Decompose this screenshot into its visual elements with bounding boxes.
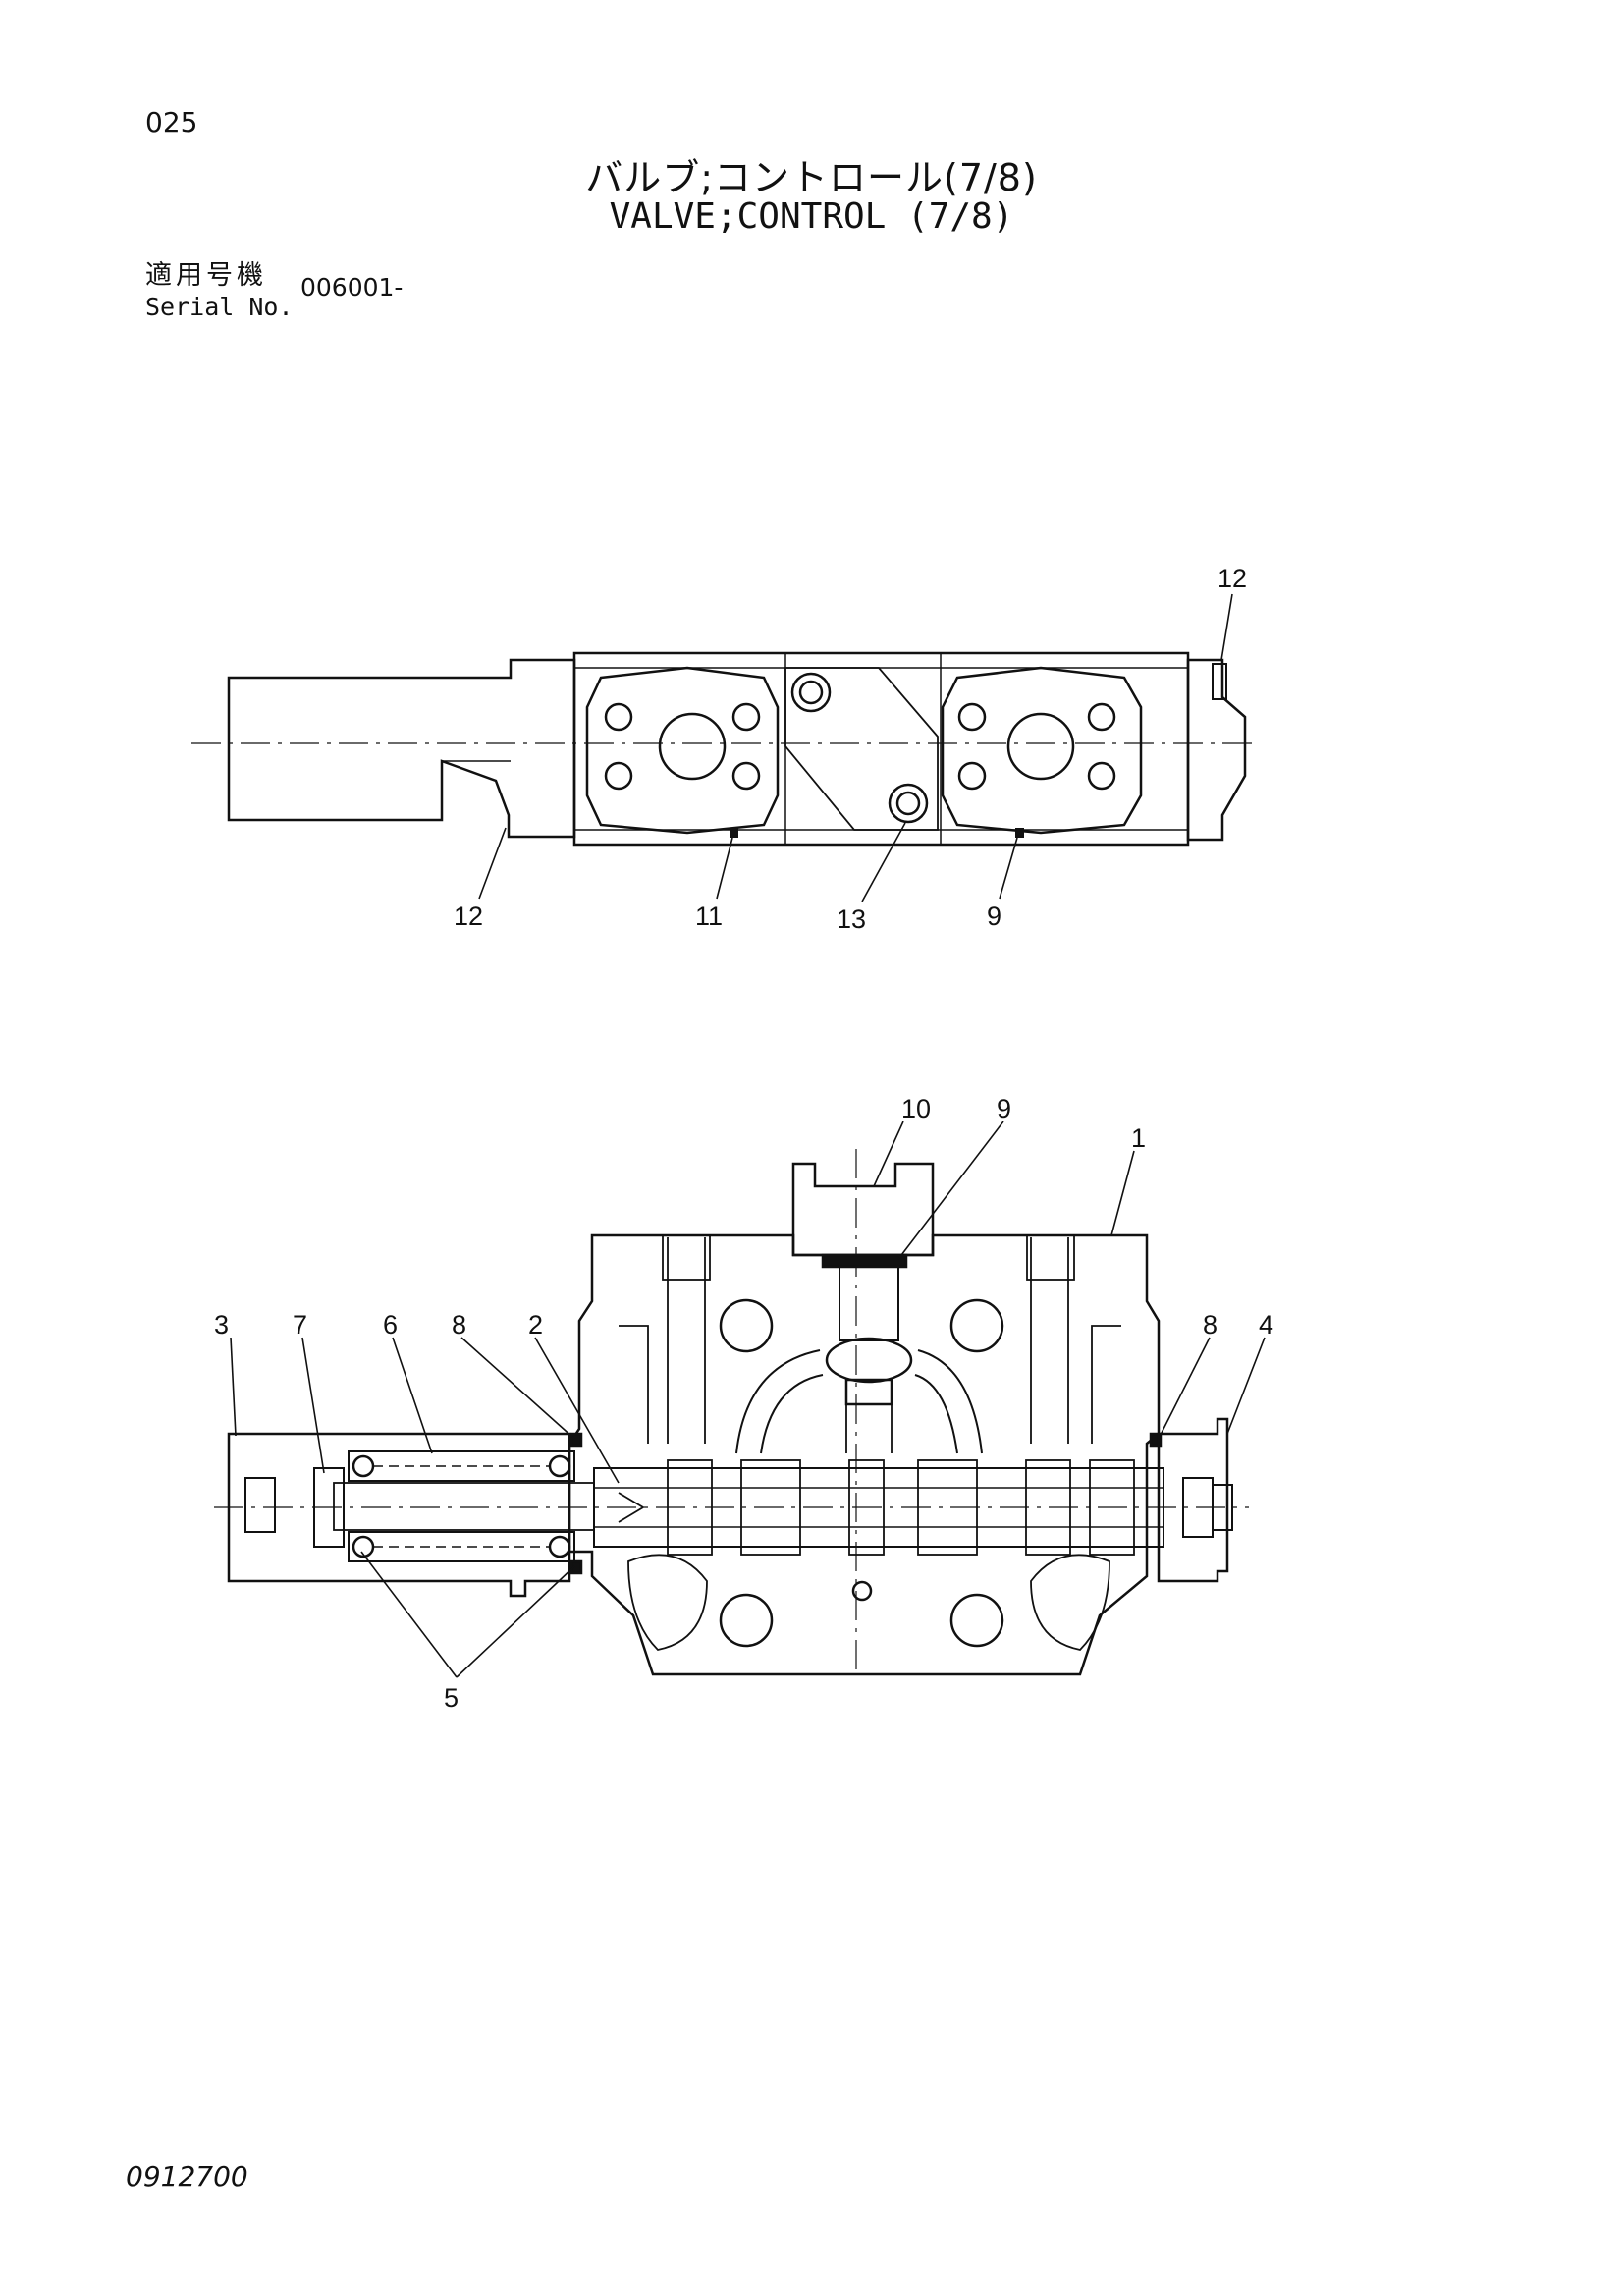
spring-upper: [348, 1450, 575, 1482]
section-right-cap: [1157, 1417, 1229, 1583]
top-view-callouts: 12 12 11 13 9: [454, 564, 1247, 934]
section-callout-1: 1: [1131, 1123, 1146, 1153]
section-callout-2: 2: [528, 1310, 543, 1339]
section-main-body: [568, 1233, 1161, 1676]
top-callout-12-right: 12: [1217, 564, 1247, 593]
section-left-cap: [227, 1432, 571, 1598]
section-callout-3: 3: [214, 1310, 229, 1339]
serial-value: 006001-: [300, 273, 404, 301]
section-view: [214, 1121, 1266, 1678]
section-callout-7: 7: [293, 1310, 307, 1339]
section-callout-9: 9: [997, 1094, 1011, 1123]
top-right-flange: [941, 666, 1143, 835]
top-callout-9: 9: [987, 902, 1001, 931]
section-callout-6: 6: [383, 1310, 398, 1339]
serial-label-japanese: 適用号機: [145, 260, 267, 291]
top-main-body: [572, 651, 1190, 847]
serial-label-english: Serial No.: [145, 293, 294, 321]
section-callout-10: 10: [901, 1094, 931, 1123]
footer-code: 0912700: [126, 2160, 248, 2193]
top-callout-11: 11: [695, 902, 723, 931]
section-callout-4: 4: [1259, 1310, 1273, 1339]
page-number: 025: [145, 106, 198, 138]
spring-lower: [348, 1531, 575, 1562]
top-view: [191, 593, 1252, 902]
title-english: VALVE;CONTROL (7/8): [609, 196, 1014, 237]
top-callout-12-left: 12: [454, 902, 483, 931]
top-right-cap: [1186, 658, 1247, 842]
section-callout-5: 5: [444, 1683, 459, 1713]
top-left-extension: [227, 658, 576, 839]
top-callout-13: 13: [837, 904, 866, 934]
section-view-callouts: 10 9 1 3 7 6 8 2 8 4 5: [214, 1094, 1273, 1713]
title-japanese: バルブ;コントロール(7/8): [585, 156, 1038, 199]
top-left-flange: [585, 666, 780, 835]
section-callout-8-right: 8: [1203, 1310, 1217, 1339]
section-callout-8-left: 8: [452, 1310, 466, 1339]
